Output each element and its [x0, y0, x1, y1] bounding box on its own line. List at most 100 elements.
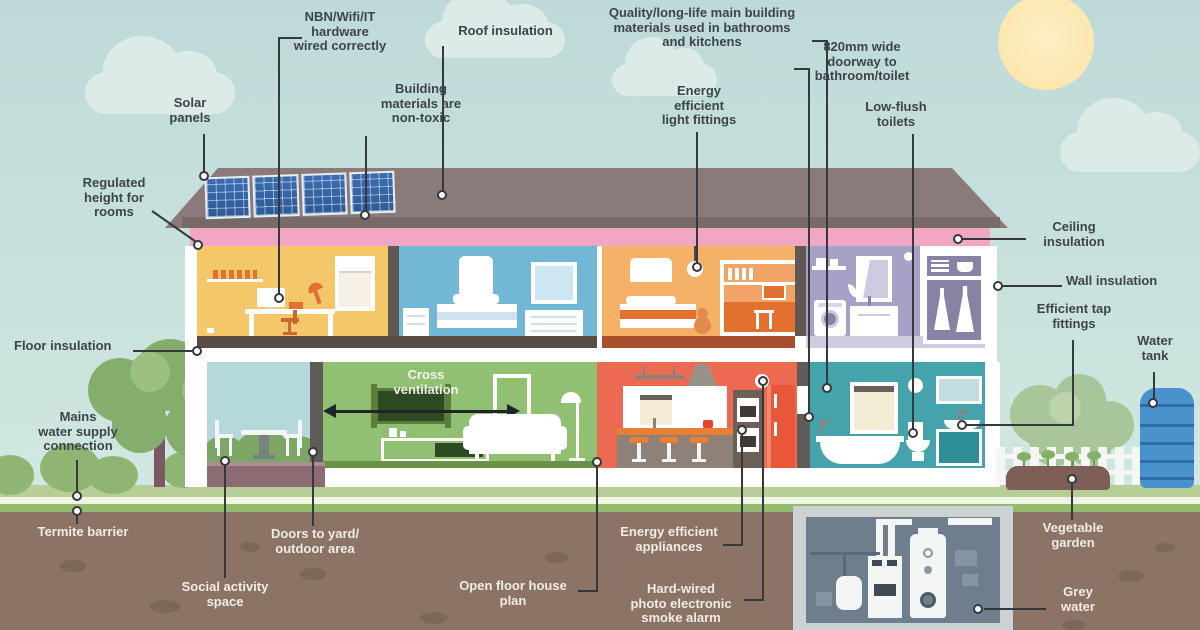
soil-spot	[240, 542, 260, 552]
desk	[245, 309, 335, 314]
tank-line	[1140, 424, 1194, 427]
label-termite-barrier: Termite barrier	[37, 524, 129, 539]
washer-door	[821, 310, 839, 328]
rack-wire	[673, 366, 675, 376]
tv-post	[445, 384, 451, 428]
patio	[207, 362, 310, 468]
leader-line	[966, 424, 1072, 426]
bath-tap-icon	[820, 420, 830, 423]
leader-line	[442, 46, 444, 192]
leader-line	[741, 434, 743, 546]
vegetable-garden-bed	[1006, 466, 1110, 490]
bathtub-rim	[816, 436, 904, 442]
label-tap-fittings: Efficient tap fittings	[1036, 301, 1112, 331]
leader-line	[826, 40, 828, 385]
sprout-stem	[1023, 458, 1025, 470]
leader-dot	[199, 171, 209, 181]
leader-line	[723, 544, 743, 546]
patio-paving-edge	[207, 462, 325, 466]
leader-line	[1153, 372, 1155, 400]
tv-post	[371, 384, 377, 428]
label-cross-ventilation: Cross ventilation	[393, 367, 459, 397]
tree-foliage-light	[130, 352, 170, 392]
solar-panel	[204, 175, 252, 220]
label-solar-panels: Solar panels	[169, 95, 211, 125]
leader-line	[596, 466, 598, 592]
leader-dot	[993, 281, 1003, 291]
step-stool	[756, 313, 759, 329]
toilet-bowl	[906, 440, 930, 452]
nightstand-drawer	[407, 323, 425, 325]
leader-line	[744, 599, 764, 601]
vanity-cabinet	[936, 429, 982, 466]
oven-window	[740, 436, 756, 447]
soil-spot	[1062, 620, 1086, 630]
label-floor-insulation: Floor insulation	[14, 338, 112, 353]
sink-tap-icon	[868, 296, 871, 306]
sofa-arm	[463, 426, 474, 450]
room-laundry	[806, 246, 920, 336]
leaf-decal-icon	[848, 284, 858, 298]
patio-paving	[207, 462, 325, 487]
tank-line	[1140, 460, 1194, 463]
bush	[88, 456, 138, 494]
bed-pillow	[453, 294, 499, 304]
sink-tap-icon	[958, 410, 961, 422]
soil-spot	[420, 612, 448, 624]
fridge-handle	[774, 422, 777, 436]
basement-pipe	[876, 524, 883, 574]
patio-table-top	[241, 430, 287, 435]
curtain	[860, 260, 870, 298]
patio-chair	[215, 434, 233, 438]
stool-base	[662, 459, 676, 462]
step-stool	[769, 313, 772, 329]
sofa-arm	[556, 426, 567, 450]
soil-spot	[60, 560, 86, 572]
leader-line	[76, 460, 78, 493]
label-nbn-wifi: NBN/Wifi/IT hardware wired correctly	[293, 9, 387, 54]
boiler-port	[920, 592, 936, 608]
label-building-materials: Building materials are non-toxic	[380, 81, 462, 126]
office-chair	[281, 318, 299, 322]
basement-pipe	[876, 519, 912, 525]
window-blind	[339, 260, 371, 273]
room-kids	[602, 246, 795, 336]
fridge-edge	[767, 385, 771, 468]
label-water-tank: Water tank	[1137, 333, 1173, 363]
bookshelf-books	[728, 268, 754, 280]
leader-dot	[437, 190, 447, 200]
mirror	[936, 376, 982, 404]
leader-line	[812, 40, 828, 42]
patio-table-base	[253, 455, 275, 459]
soil-spot	[1155, 543, 1175, 552]
leader-dot	[804, 412, 814, 422]
ventilation-arrow	[333, 410, 509, 413]
solar-panel	[252, 174, 300, 218]
shelf-item	[830, 259, 838, 266]
tank-line	[1140, 404, 1194, 407]
label-wall-insulation: Wall insulation	[1066, 273, 1158, 288]
label-doors-yard: Doors to yard/ outdoor area	[270, 526, 360, 556]
label-quality-materials: Quality/long-life main building material…	[608, 5, 796, 50]
sink-tap-icon	[653, 418, 656, 428]
dresser-drawer	[531, 316, 577, 318]
wall-light	[908, 378, 923, 393]
leader-line	[1072, 340, 1074, 426]
shelf-item	[816, 258, 826, 266]
teddy-bear-icon	[697, 308, 708, 319]
sofa-back	[469, 414, 561, 442]
patio-table-pedestal	[259, 435, 269, 455]
leader-line	[1071, 483, 1073, 520]
sprout-leaves	[1087, 451, 1101, 460]
room-office	[197, 246, 388, 336]
leader-dot	[274, 293, 284, 303]
label-light-fittings: Energy efficient light fittings	[661, 83, 737, 128]
room-bathroom	[810, 362, 985, 468]
dresser-drawer	[531, 323, 577, 325]
leader-line	[76, 514, 78, 524]
leader-line	[696, 132, 698, 264]
bed-blanket	[620, 310, 696, 319]
shelf	[207, 279, 263, 282]
basement-pipe	[888, 524, 895, 574]
label-mains-water: Mains water supply connection	[38, 409, 118, 454]
